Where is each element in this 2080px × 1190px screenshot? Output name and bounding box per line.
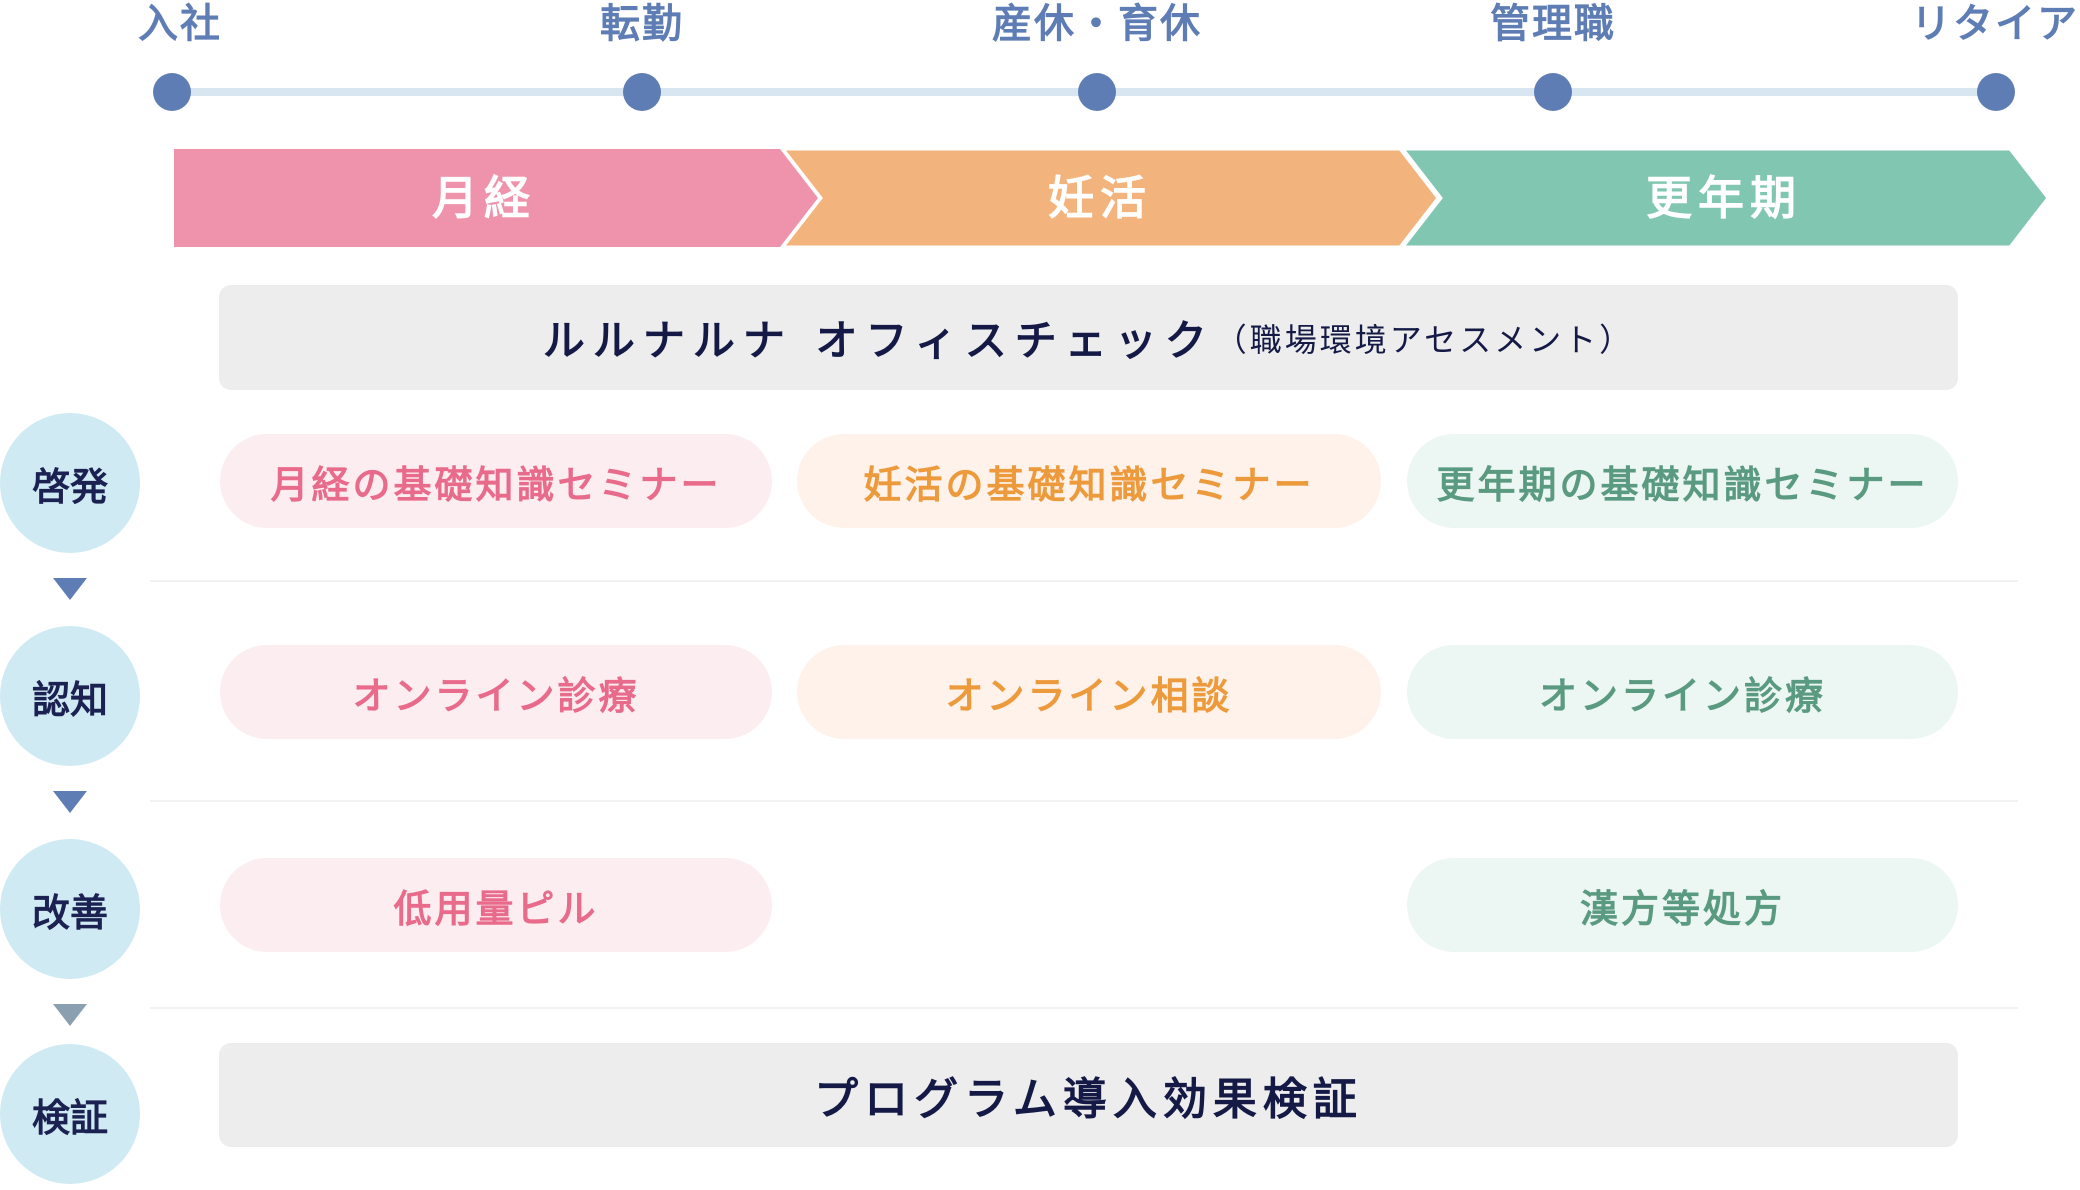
milestone-label-transfer: 転勤 bbox=[600, 1, 684, 47]
milestone-label-retire: リタイア bbox=[1911, 1, 2079, 47]
phase-arrow-band bbox=[174, 147, 2050, 249]
verification-box: プログラム導入効果検証 bbox=[219, 1043, 1958, 1147]
online-consultation-menstruation: オンライン診療 bbox=[220, 645, 772, 739]
down-arrow-icon bbox=[53, 578, 87, 600]
seminar-fertility: 妊活の基礎知識セミナー bbox=[797, 434, 1381, 528]
phase-label-menopause: 更年期 bbox=[1646, 171, 1802, 225]
step-improvement: 改善 bbox=[0, 839, 140, 979]
phase-label-menstruation: 月経 bbox=[432, 171, 536, 225]
milestone-dot bbox=[1977, 73, 2015, 111]
phase-arrow-menstruation bbox=[174, 149, 818, 247]
milestone-label-join: 入社 bbox=[138, 1, 222, 47]
low-dose-pill: 低用量ピル bbox=[220, 858, 772, 952]
milestone-label-manager: 管理職 bbox=[1490, 1, 1616, 47]
office-check-title: ルルナルナ オフィスチェック bbox=[542, 316, 1215, 365]
milestone-dot bbox=[1078, 73, 1116, 111]
online-consultation-fertility: オンライン相談 bbox=[797, 645, 1381, 739]
step-recognition: 認知 bbox=[0, 626, 140, 766]
kampo-prescription: 漢方等処方 bbox=[1407, 858, 1958, 952]
milestone-dot bbox=[623, 73, 661, 111]
phase-arrow-fertility bbox=[779, 147, 1440, 249]
milestone-dot bbox=[153, 73, 191, 111]
milestone-label-leave: 産休・育休 bbox=[992, 1, 1202, 47]
milestone-dot bbox=[1534, 73, 1572, 111]
row-divider bbox=[150, 580, 2018, 582]
office-check-box: ルルナルナ オフィスチェック （職場環境アセスメント） bbox=[219, 285, 1958, 390]
office-check-subtitle: （職場環境アセスメント） bbox=[1214, 320, 1635, 359]
online-consultation-menopause: オンライン診療 bbox=[1407, 645, 1958, 739]
seminar-menstruation: 月経の基礎知識セミナー bbox=[220, 434, 772, 528]
row-divider bbox=[150, 800, 2018, 802]
verification-title: プログラム導入効果検証 bbox=[814, 1074, 1363, 1125]
phase-label-fertility: 妊活 bbox=[1048, 171, 1152, 225]
down-arrow-icon bbox=[53, 1004, 87, 1026]
row-divider bbox=[150, 1007, 2018, 1009]
step-verification: 検証 bbox=[0, 1044, 140, 1184]
seminar-menopause: 更年期の基礎知識セミナー bbox=[1407, 434, 1958, 528]
step-awareness: 啓発 bbox=[0, 413, 140, 553]
phase-arrow-menopause bbox=[1399, 147, 2050, 249]
down-arrow-icon bbox=[53, 791, 87, 813]
